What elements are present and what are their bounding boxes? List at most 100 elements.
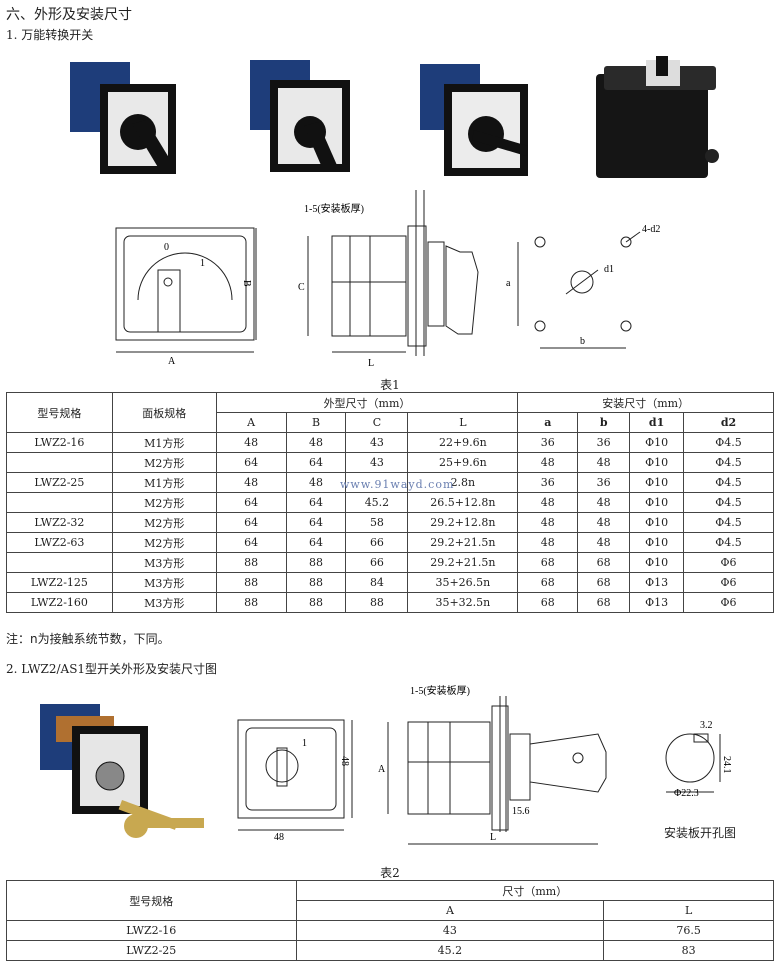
table1-cell-B: 64 (285, 512, 347, 533)
table1-cell-model (6, 452, 113, 473)
dim-4-d2: 4-d2 (642, 224, 660, 235)
table1-cell-d2: Φ4.5 (683, 532, 774, 553)
table1-cell-a: 36 (517, 472, 579, 493)
table1-cell-a: 48 (517, 512, 579, 533)
table1-cell-a: 68 (517, 552, 579, 573)
footnote: 注：n为接触系统节数，下同。 (6, 632, 170, 646)
table2-caption: 表2 (380, 866, 400, 880)
watermark: www.91wayd.com (340, 478, 455, 491)
table2-cell-A: 43 (295, 920, 605, 941)
table1-cell-b: 36 (577, 432, 631, 453)
table1-cell-A: 88 (215, 592, 287, 613)
table1-sub-header: C (345, 412, 409, 433)
side-view-drawing: 1-5(安装板厚) C L (298, 190, 479, 369)
table1-cell-C: 66 (345, 532, 409, 553)
dial-label-1: 1 (200, 258, 205, 269)
table1-cell-d1: Φ10 (629, 552, 685, 573)
table1-cell-a: 68 (517, 572, 579, 593)
table1-cell-model: LWZ2-160 (6, 592, 113, 613)
table1-cell-C: 88 (345, 592, 409, 613)
table1-cell-C: 45.2 (345, 492, 409, 513)
table1-cell-A: 64 (215, 512, 287, 533)
table1-cell-panel: M3方形 (111, 592, 217, 613)
table1-cell-A: 64 (215, 492, 287, 513)
table1-cell-d2: Φ4.5 (683, 452, 774, 473)
table2-sub-header: L (603, 900, 774, 921)
table1-cell-panel: M3方形 (111, 552, 217, 573)
table1-header-install: 安装尺寸（mm） (517, 392, 774, 413)
table1-cell-B: 88 (285, 552, 347, 573)
table1-cell-d1: Φ10 (629, 532, 685, 553)
dim-L: L (368, 358, 374, 369)
explosion-proof-box-photo (596, 56, 719, 178)
cutout-dim-22-3: Φ22.3 (674, 788, 699, 799)
ls-dim-15-6: 15.6 (512, 806, 530, 817)
table1-cell-panel: M2方形 (111, 492, 217, 513)
table1-cell-L: 26.5+12.8n (407, 492, 519, 513)
table2-cell-A: 45.2 (295, 940, 605, 961)
table1-cell-B: 64 (285, 532, 347, 553)
dim-d1: d1 (604, 264, 614, 275)
table2-cell-model: LWZ2-16 (6, 920, 297, 941)
panel-cutout-caption: 安装板开孔图 (663, 826, 736, 840)
panel-cutout-drawing: 3.2 24.1 Φ22.3 (665, 720, 732, 799)
table1-cell-panel: M2方形 (111, 532, 217, 553)
table1-cell-A: 48 (215, 472, 287, 493)
table1-cell-B: 48 (285, 432, 347, 453)
table1-cell-a: 48 (517, 532, 579, 553)
table1-cell-d1: Φ10 (629, 492, 685, 513)
table1-cell-L: 25+9.6n (407, 452, 519, 473)
table1-cell-b: 68 (577, 552, 631, 573)
table1-cell-model (6, 492, 113, 513)
table1-sub-header: b (577, 412, 631, 433)
table1-cell-B: 88 (285, 592, 347, 613)
table1-sub-header: d2 (683, 412, 774, 433)
table1-cell-L: 22+9.6n (407, 432, 519, 453)
table1-cell-d2: Φ4.5 (683, 472, 774, 493)
table1-cell-d2: Φ6 (683, 592, 774, 613)
table1-cell-A: 88 (215, 572, 287, 593)
panel-thickness-1: 1-5(安装板厚) (304, 202, 364, 215)
table1-cell-d1: Φ10 (629, 452, 685, 473)
table1-cell-panel: M2方形 (111, 452, 217, 473)
table1-cell-d2: Φ6 (683, 552, 774, 573)
table1-cell-A: 48 (215, 432, 287, 453)
ls-front-view-drawing: 1 48 48 (237, 719, 353, 842)
table2-sub-header: A (295, 900, 605, 921)
ls-dim-48-h: 48 (274, 832, 284, 842)
table1-cell-C: 84 (345, 572, 409, 593)
ls-dim-48-v: 48 (339, 756, 350, 766)
table1-header-model: 型号规格 (6, 392, 113, 433)
table1-cell-L: 29.2+21.5n (407, 532, 519, 553)
table1-sub-header: a (517, 412, 579, 433)
table1-cell-d2: Φ4.5 (683, 512, 774, 533)
table1-cell-panel: M3方形 (111, 572, 217, 593)
table1-cell-d1: Φ10 (629, 472, 685, 493)
table1-cell-B: 64 (285, 492, 347, 513)
table1-cell-C: 43 (345, 452, 409, 473)
table1-cell-L: 29.2+21.5n (407, 552, 519, 573)
table1-cell-L: 35+32.5n (407, 592, 519, 613)
table1-sub-header: d1 (629, 412, 685, 433)
table1-cell-model: LWZ2-125 (6, 572, 113, 593)
table2-cell-L: 76.5 (603, 920, 774, 941)
table1-cell-d1: Φ10 (629, 512, 685, 533)
table1: 型号规格 面板规格 外型尺寸（mm） 安装尺寸（mm） A B C L a b … (6, 392, 774, 613)
ls-side-view-drawing: 1-5(安装板厚) A L 15.6 (378, 684, 607, 845)
table1-header-panel: 面板规格 (111, 392, 217, 433)
dim-A: A (168, 356, 176, 367)
ls-dim-L: L (490, 832, 496, 843)
dim-B: B (241, 280, 252, 287)
table1-cell-b: 36 (577, 472, 631, 493)
table1-cell-model: LWZ2-25 (6, 472, 113, 493)
dim-b: b (580, 336, 585, 347)
table1-cell-L: 35+26.5n (407, 572, 519, 593)
table1-cell-a: 68 (517, 592, 579, 613)
table1-cell-b: 68 (577, 572, 631, 593)
section-title: 六、外形及安装尺寸 (6, 7, 132, 23)
